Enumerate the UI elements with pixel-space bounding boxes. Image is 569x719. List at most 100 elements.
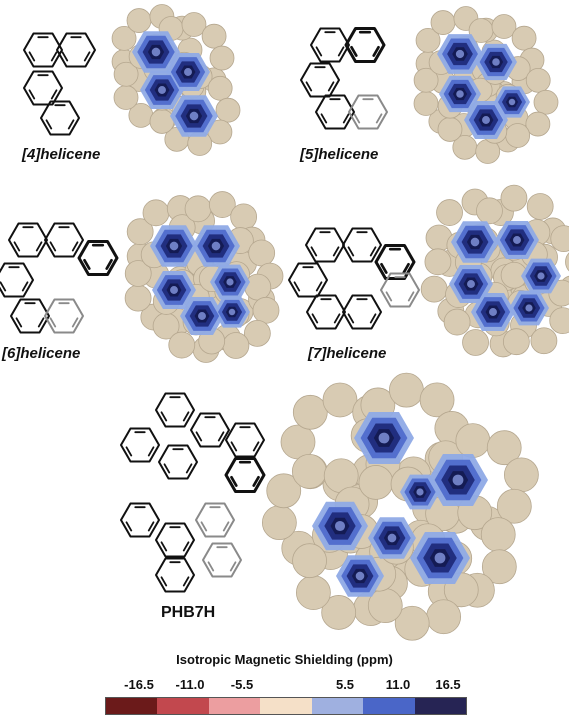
- double-bond: [160, 576, 168, 587]
- label-4-helicene: [4]helicene: [22, 146, 101, 163]
- colorbar-tick: -5.5: [230, 677, 254, 692]
- double-bond: [13, 241, 21, 252]
- ring-centre-highlight: [452, 474, 464, 486]
- benzene-ring: [40, 100, 80, 136]
- benzene-ring: [306, 294, 346, 330]
- double-bond: [369, 246, 377, 257]
- ring-centre-highlight: [456, 90, 464, 98]
- double-bond: [147, 446, 155, 457]
- label-5-helicene: [5]helicene: [300, 146, 379, 163]
- double-bond: [83, 258, 91, 270]
- atom-sphere: [292, 394, 328, 430]
- atom-sphere: [413, 91, 439, 116]
- double-bond: [185, 463, 193, 474]
- benzene-ring: [288, 262, 328, 298]
- ring-centre-highlight: [198, 312, 206, 320]
- phb7h-shielding-map: [261, 372, 539, 641]
- ring-centre-highlight: [387, 533, 397, 543]
- benzene-ring: [195, 502, 235, 538]
- ring-centre-highlight: [508, 98, 516, 106]
- double-bond: [332, 246, 340, 257]
- double-bond: [385, 291, 393, 302]
- benzene-ring: [155, 392, 195, 428]
- double-bond: [310, 246, 318, 257]
- helicene-7-shielding-map: [420, 184, 569, 358]
- phb7h-structure: [120, 392, 266, 593]
- helicene-5-structure: [300, 27, 388, 130]
- ring-centre-highlight: [226, 278, 234, 286]
- double-bond: [327, 81, 335, 92]
- helicene-7-structure: [288, 227, 420, 330]
- atom-sphere: [207, 75, 233, 101]
- double-bond: [375, 113, 383, 124]
- benzene-ring: [310, 27, 350, 63]
- ring-centre-highlight: [537, 272, 545, 280]
- ring-centre-highlight: [513, 236, 521, 244]
- colorbar: [105, 697, 467, 715]
- atom-sphere: [358, 465, 394, 500]
- atom-sphere: [533, 89, 559, 115]
- atom-sphere: [430, 10, 456, 35]
- benzene-ring: [8, 222, 48, 258]
- benzene-ring: [120, 427, 160, 463]
- colorbar-tick: 16.5: [435, 677, 461, 692]
- benzene-ring: [300, 62, 340, 98]
- atom-sphere: [476, 197, 503, 225]
- atom-sphere: [525, 67, 551, 93]
- double-bond: [333, 313, 341, 324]
- double-bond: [337, 46, 345, 57]
- double-bond: [305, 81, 313, 92]
- double-bond: [71, 241, 79, 252]
- atom-sphere: [113, 61, 139, 87]
- atom-sphere: [280, 424, 316, 460]
- double-bond: [200, 521, 208, 532]
- double-bond: [230, 441, 238, 452]
- double-bond: [229, 561, 237, 572]
- atom-sphere: [295, 575, 331, 610]
- colorbar-segment: [157, 698, 209, 714]
- benzene-ring: [224, 457, 266, 493]
- colorbar-tick: 11.0: [385, 677, 411, 692]
- double-bond: [147, 521, 155, 532]
- ring-centre-highlight: [489, 308, 497, 316]
- ring-centre-highlight: [470, 237, 480, 247]
- double-bond: [0, 281, 7, 292]
- ring-centre-highlight: [434, 552, 446, 564]
- label-7-helicene: [7]helicene: [308, 345, 387, 362]
- atom-sphere: [480, 517, 516, 553]
- double-bond: [353, 113, 361, 124]
- atom-sphere: [209, 45, 235, 71]
- colorbar-segment: [363, 698, 415, 714]
- double-bond: [347, 313, 355, 324]
- ring-centre-highlight: [170, 286, 178, 294]
- double-bond: [293, 281, 301, 292]
- atom-sphere: [243, 319, 271, 347]
- double-bond: [45, 119, 53, 130]
- atom-sphere: [168, 331, 196, 359]
- benzene-ring: [158, 444, 198, 480]
- ring-centre-highlight: [189, 111, 199, 121]
- atom-sphere: [208, 191, 236, 218]
- atom-sphere: [111, 25, 137, 51]
- ring-centre-highlight: [355, 571, 365, 581]
- double-bond: [61, 51, 69, 62]
- atom-sphere: [565, 252, 569, 272]
- double-bond: [195, 431, 203, 442]
- atom-sphere: [419, 382, 455, 418]
- atom-sphere: [549, 307, 569, 335]
- atom-sphere: [142, 199, 170, 227]
- ring-centre-highlight: [416, 488, 424, 496]
- double-bond: [252, 475, 260, 487]
- double-bond: [49, 317, 57, 328]
- benzene-ring: [344, 27, 386, 63]
- colorbar-title: Isotropic Magnetic Shielding (ppm): [176, 652, 393, 667]
- atom-sphere: [505, 123, 531, 148]
- helicene-6-shielding-map: [124, 191, 284, 363]
- benzene-ring: [56, 32, 96, 68]
- double-bond: [372, 45, 380, 57]
- double-bond: [160, 541, 168, 552]
- atom-sphere: [550, 225, 569, 252]
- atom-sphere: [149, 109, 175, 134]
- helicene-4-structure: [23, 32, 96, 136]
